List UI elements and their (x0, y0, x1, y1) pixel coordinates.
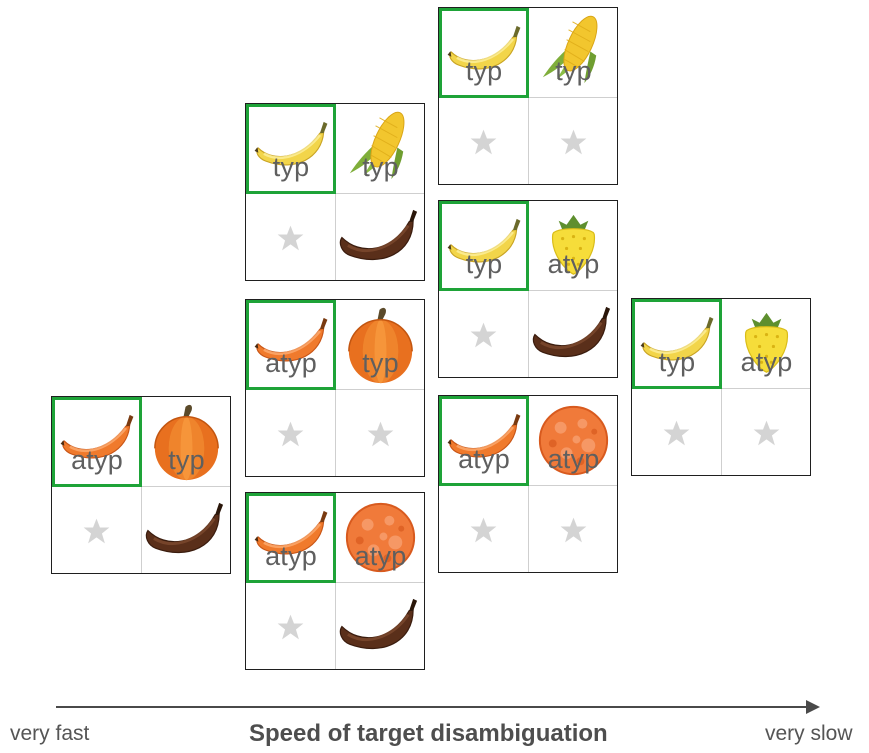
grid-cell: atyp (336, 493, 425, 582)
brown-banana-icon (336, 583, 425, 672)
star-icon (52, 487, 141, 576)
axis-arrow-icon (806, 700, 820, 714)
typicality-label: atyp (265, 541, 317, 571)
grid-cell (246, 583, 335, 672)
star-icon (722, 389, 811, 478)
grid-cell: typ (336, 104, 425, 193)
grid-cell (632, 389, 721, 478)
target-cell: atyp (439, 396, 529, 486)
grid-cell (439, 98, 528, 187)
grid-cell (52, 487, 141, 576)
brown-banana-icon (336, 194, 425, 283)
yellow-banana-icon (442, 11, 526, 95)
axis-title: Speed of target disambiguation (249, 720, 608, 747)
grid-cell (246, 194, 335, 283)
grid-cell (529, 486, 618, 575)
star-icon (336, 390, 425, 479)
yellow-banana-icon (635, 302, 719, 386)
star-icon (632, 389, 721, 478)
grid-cell (336, 390, 425, 479)
grid-cell (722, 389, 811, 478)
star-icon (439, 291, 528, 380)
star-icon (439, 486, 528, 575)
typicality-label: atyp (354, 541, 407, 571)
axis-label-very-slow: very slow (765, 722, 853, 745)
pumpkin-icon (336, 300, 425, 389)
yellow-banana-icon (249, 107, 333, 191)
grid-cell (439, 486, 528, 575)
target-cell: atyp (246, 493, 336, 583)
grid-cell (336, 583, 425, 672)
grid-g4: atyp atyp (245, 492, 425, 670)
star-icon (529, 98, 618, 187)
grid-g2: typ typ (245, 103, 425, 281)
typicality-label: typ (168, 445, 205, 475)
corn-icon (336, 104, 425, 193)
brown-banana-icon (142, 487, 231, 576)
orange-banana-icon (249, 496, 333, 580)
grid-g6: typ atyp (438, 200, 618, 378)
typicality-label: atyp (458, 444, 510, 474)
typicality-label: atyp (71, 445, 123, 475)
grid-g1: atyp typ (51, 396, 231, 574)
star-icon (246, 583, 335, 672)
star-icon (246, 390, 335, 479)
typicality-label: atyp (740, 347, 793, 377)
grid-cell: atyp (529, 396, 618, 485)
yellow-strawberry-icon (722, 299, 811, 388)
orange-banana-icon (249, 303, 333, 387)
orange-ball-icon (529, 396, 618, 485)
grid-cell: atyp (529, 201, 618, 290)
grid-cell: atyp (722, 299, 811, 388)
grid-cell: typ (142, 397, 231, 486)
star-icon (246, 194, 335, 283)
brown-banana-icon (529, 291, 618, 380)
target-cell: atyp (52, 397, 142, 487)
corn-icon (529, 8, 618, 97)
typicality-label: atyp (265, 348, 317, 378)
grid-cell (439, 291, 528, 380)
grid-g5: typ typ (438, 7, 618, 185)
orange-banana-icon (55, 400, 139, 484)
speed-axis-line (56, 706, 816, 708)
typicality-label: atyp (547, 444, 600, 474)
orange-banana-icon (442, 399, 526, 483)
star-icon (529, 486, 618, 575)
orange-ball-icon (336, 493, 425, 582)
grid-cell (529, 291, 618, 380)
yellow-strawberry-icon (529, 201, 618, 290)
typicality-label: typ (465, 249, 503, 279)
target-cell: typ (439, 201, 529, 291)
star-icon (439, 98, 528, 187)
grid-g8: typ atyp (631, 298, 811, 476)
typicality-label: typ (362, 348, 399, 378)
grid-cell (336, 194, 425, 283)
grid-g3: atyp typ (245, 299, 425, 477)
grid-cell: typ (529, 8, 618, 97)
target-cell: typ (246, 104, 336, 194)
pumpkin-icon (142, 397, 231, 486)
grid-cell: typ (336, 300, 425, 389)
grid-cell (529, 98, 618, 187)
typicality-label: typ (555, 56, 592, 86)
typicality-label: typ (658, 347, 696, 377)
target-cell: typ (632, 299, 722, 389)
grid-cell (142, 487, 231, 576)
typicality-label: atyp (547, 249, 600, 279)
grid-g7: atyp atyp (438, 395, 618, 573)
typicality-label: typ (272, 152, 310, 182)
axis-label-very-fast: very fast (10, 722, 90, 745)
target-cell: atyp (246, 300, 336, 390)
typicality-label: typ (465, 56, 503, 86)
grid-cell (246, 390, 335, 479)
yellow-banana-icon (442, 204, 526, 288)
typicality-label: typ (362, 152, 399, 182)
target-cell: typ (439, 8, 529, 98)
